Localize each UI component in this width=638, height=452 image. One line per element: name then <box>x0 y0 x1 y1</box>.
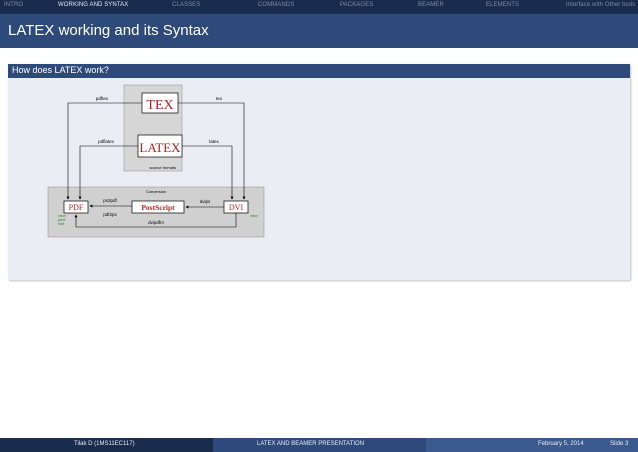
nav-progress-dots[interactable] <box>58 10 70 23</box>
nav-progress-dots-elements[interactable] <box>486 10 506 23</box>
footer-title: LATEX AND BEAMER PRESENTATION <box>257 441 365 447</box>
nav-item-packages[interactable]: PACKAGES <box>340 2 374 8</box>
conversion-label: Conversion <box>146 189 166 194</box>
block-title: How does LATEX work? <box>12 65 109 75</box>
nav-item-elements[interactable]: ELEMENTS <box>486 2 520 8</box>
latex-to-dvi-arrow <box>182 145 234 200</box>
nav-item-intro[interactable]: INTRO <box>4 2 24 8</box>
dvi-targets-view: view <box>250 214 258 218</box>
source-formats-label: source formats <box>150 165 176 170</box>
postscript-box <box>131 200 185 214</box>
nav-item-classes[interactable]: CLASSES <box>172 2 201 8</box>
pdf-box <box>63 200 89 214</box>
nav-item-commands[interactable]: COMMANDS <box>258 2 295 8</box>
dvips-label: dvips <box>200 199 211 204</box>
pdf-targets-print: print <box>58 218 66 222</box>
footer-date: February 5, 2014 <box>538 441 584 447</box>
latex-box-label: LATEX <box>139 140 181 155</box>
workflow-svg: source formats TEX LATEX Conversion PDF … <box>47 84 265 238</box>
nav-item-interface-with-other-tools[interactable]: Interface with Other tools <box>566 2 636 8</box>
tex-command-label: tex <box>216 96 223 101</box>
latex-to-pdf-arrow <box>78 145 138 200</box>
tex-to-pdf-arrow <box>66 102 142 200</box>
footer-slide-number: Slide 3 <box>610 441 629 447</box>
pdflatex-label: pdflatex <box>98 139 115 144</box>
frame-title: LATEX working and its Syntax <box>8 22 209 39</box>
footer-author-section: Tilak D (1MS11EC117) <box>0 438 213 452</box>
frame-title-bar: LATEX working and its Syntax <box>0 14 638 48</box>
latex-workflow-diagram: source formats TEX LATEX Conversion PDF … <box>44 83 274 238</box>
pdftex-label: pdftex <box>96 96 109 101</box>
postscript-box-label: PostScript <box>141 203 175 212</box>
tex-to-dvi-arrow <box>178 102 246 200</box>
pdf-targets-edit: edit <box>58 222 65 226</box>
dvipdfm-label: dvipdfm <box>148 220 164 225</box>
nav-item-beamer[interactable]: BEAMER <box>418 2 444 8</box>
content-block: How does LATEX work? <box>8 64 630 280</box>
footer-date-section: February 5, 2014 Slide 3 <box>426 438 638 452</box>
block-title-bar: How does LATEX work? <box>8 64 630 78</box>
nav-item-working-and-syntax[interactable]: WORKING AND SYNTAX <box>58 2 129 8</box>
footer-author: Tilak D (1MS11EC117) <box>74 441 135 447</box>
latex-command-label: latex <box>209 139 219 144</box>
dvi-box-label: DVI <box>229 203 244 212</box>
ps2pdf-label: ps2pdf <box>103 198 117 203</box>
footer: Tilak D (1MS11EC117) LATEX AND BEAMER PR… <box>0 438 638 452</box>
pdf-box-label: PDF <box>69 203 84 212</box>
tex-box-label: TEX <box>146 98 173 113</box>
footer-title-section: LATEX AND BEAMER PRESENTATION <box>213 438 426 452</box>
navbar: INTRO WORKING AND SYNTAX CLASSES COMMAND… <box>0 0 638 23</box>
pdf-targets-view: view <box>58 214 66 218</box>
dvi-to-pdf-arrow <box>74 213 237 228</box>
pdf2ps-label: pdf2ps <box>103 212 117 217</box>
